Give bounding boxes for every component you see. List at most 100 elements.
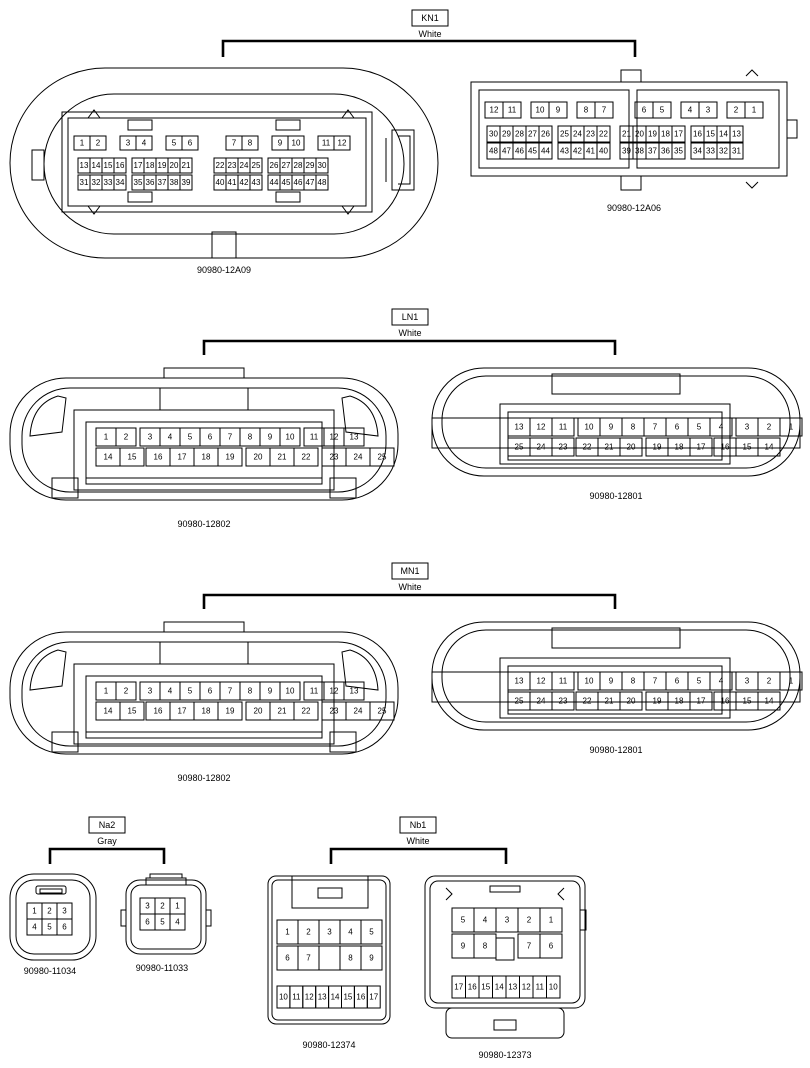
pin-cell — [619, 691, 643, 711]
pin-number: 6 — [188, 139, 193, 148]
bottom-tab — [211, 231, 237, 259]
pin-cell — [757, 437, 781, 457]
pin-number: 39 — [622, 147, 631, 156]
pin-number: 13 — [515, 423, 524, 432]
pin-number: 20 — [254, 707, 263, 716]
pin-number: 15 — [128, 453, 137, 462]
pin-number: 5 — [47, 923, 52, 932]
pin-cell — [369, 447, 395, 467]
pin-number: 12 — [330, 433, 339, 442]
pin-number: 9 — [556, 106, 561, 115]
pin-number: 24 — [354, 707, 363, 716]
na2-tag: Na2 — [99, 820, 116, 830]
na2-tag-box — [88, 816, 126, 834]
pin-number: 9 — [278, 139, 283, 148]
pin-cell — [709, 671, 733, 691]
pin-number: 12 — [537, 677, 546, 686]
pin-number: 19 — [158, 161, 167, 170]
pin-number: 24 — [573, 130, 582, 139]
pin-number: 3 — [505, 916, 510, 925]
pin-number: 11 — [536, 983, 545, 992]
housing — [73, 663, 335, 745]
part-number: 90980-12373 — [478, 1050, 531, 1060]
pin-number: 22 — [302, 707, 311, 716]
pin-number: 41 — [228, 178, 237, 187]
group-mn1: MN1 White — [202, 562, 617, 609]
pin-number: 26 — [270, 161, 279, 170]
pin-number: 2 — [96, 139, 101, 148]
pin-number: 10 — [585, 677, 594, 686]
pin-number: 16 — [356, 993, 365, 1002]
pin-cell — [249, 174, 263, 191]
mn1-right-part-number: 90980-12801 — [589, 745, 642, 755]
ln1-tag-box — [391, 308, 429, 326]
pin-number: 16 — [154, 453, 163, 462]
pin-number: 3 — [327, 928, 332, 937]
pin-number: 14 — [331, 993, 340, 1002]
kn1-tag-box — [411, 9, 449, 27]
key-bot-1 — [127, 191, 153, 203]
pin-number: 19 — [653, 697, 662, 706]
pin-cell — [343, 427, 365, 447]
pin-number: 19 — [653, 443, 662, 452]
pin-number: 8 — [248, 433, 253, 442]
inner-shell — [21, 387, 387, 493]
pin-number: 36 — [661, 147, 670, 156]
pin-cell — [360, 945, 383, 971]
top-latch — [551, 627, 681, 649]
pin-number: 4 — [168, 687, 173, 696]
pin-number: 31 — [732, 147, 741, 156]
pin-number: 11 — [508, 106, 517, 115]
nb1-color: White — [406, 836, 429, 846]
side-tabs — [120, 909, 212, 927]
group-nb1: Nb1 White — [329, 816, 508, 864]
pin-cell — [546, 975, 561, 999]
pin-number: 25 — [515, 697, 524, 706]
pin-number: 10 — [292, 139, 301, 148]
pin-number: 6 — [208, 433, 213, 442]
pin-number: 20 — [627, 697, 636, 706]
pin-number: 37 — [648, 147, 657, 156]
pin-number: 25 — [378, 453, 387, 462]
pin-number: 8 — [348, 954, 353, 963]
pin-number: 22 — [302, 453, 311, 462]
pin-number: 33 — [104, 178, 113, 187]
pin-number: 1 — [285, 928, 290, 937]
pin-number: 28 — [294, 161, 303, 170]
group-ln1: LN1 White — [202, 308, 617, 355]
pin-number: 3 — [745, 423, 750, 432]
pin-number: 6 — [285, 954, 290, 963]
pin-cell — [538, 142, 553, 160]
pin-number: 24 — [537, 443, 546, 452]
pin-cell — [181, 135, 199, 151]
pin-number: 13 — [350, 687, 359, 696]
pin-number: 17 — [454, 983, 463, 992]
pin-number: 40 — [216, 178, 225, 187]
pin-number: 27 — [528, 130, 537, 139]
pin-cell — [744, 101, 764, 119]
pin-number: 10 — [549, 983, 558, 992]
pin-number: 32 — [92, 178, 101, 187]
pin-number: 5 — [172, 139, 177, 148]
pin-number: 9 — [268, 687, 273, 696]
pin-number: 4 — [142, 139, 147, 148]
key-bot-2 — [275, 191, 301, 203]
pin-number: 4 — [688, 106, 693, 115]
pin-number: 18 — [661, 130, 670, 139]
pin-number: 5 — [188, 433, 193, 442]
pin-number: 35 — [134, 178, 143, 187]
pin-number: 22 — [216, 161, 225, 170]
top-latch — [159, 621, 249, 665]
nb1-bracket — [329, 847, 508, 864]
pin-number: 23 — [559, 443, 568, 452]
pin-number: 24 — [354, 453, 363, 462]
latch-tab — [493, 1019, 517, 1031]
pin-cell — [135, 135, 153, 151]
right-lever — [341, 395, 379, 437]
pin-number: 19 — [226, 707, 235, 716]
inner-shell — [15, 879, 91, 955]
